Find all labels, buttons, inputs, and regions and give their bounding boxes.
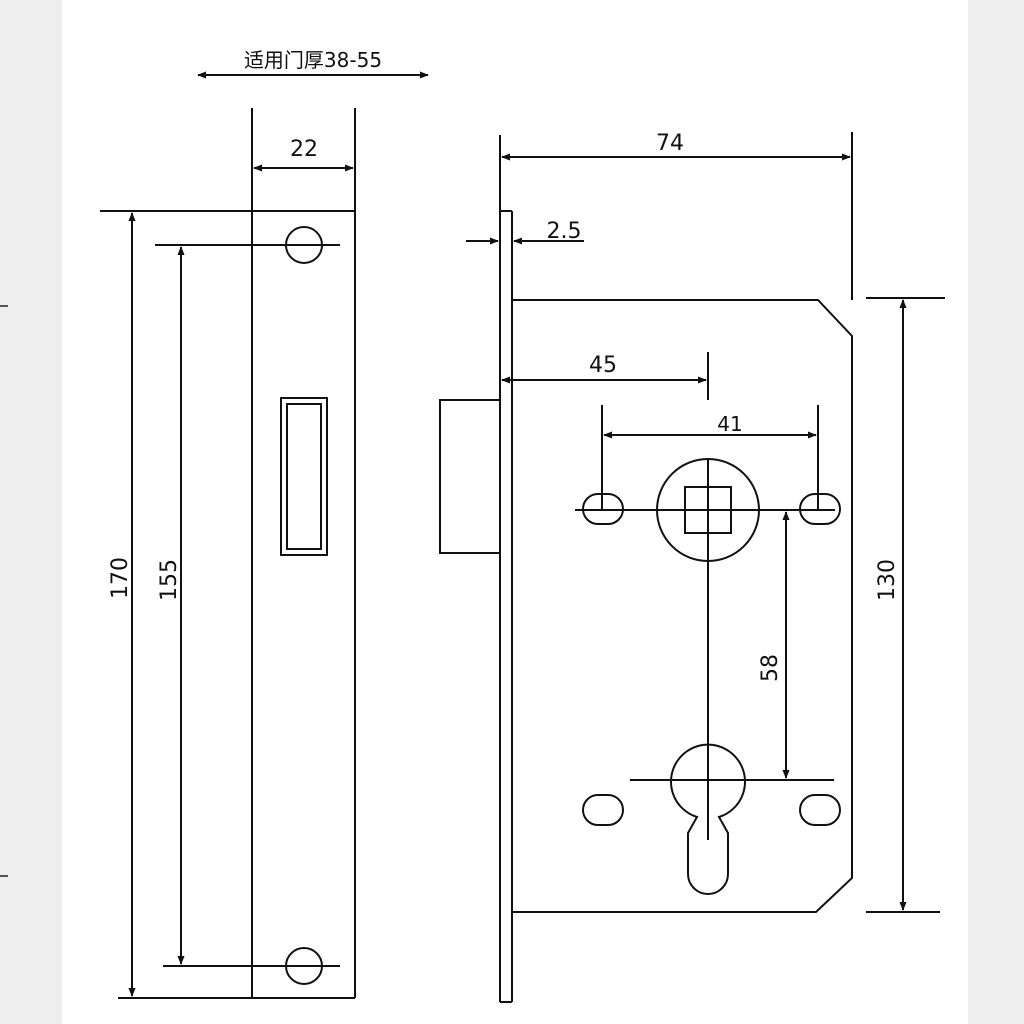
faceplate-front-view [100, 71, 429, 999]
backset-label: 45 [589, 353, 617, 378]
lock-body-side-view [439, 132, 945, 1003]
upper-left-mounting-slot [582, 493, 624, 525]
lock-case-outline [512, 299, 853, 913]
latch-bolt [439, 399, 501, 554]
case-depth-label: 74 [656, 131, 684, 156]
lower-right-mounting-slot [799, 794, 841, 826]
faceplate-height-label: 170 [108, 557, 133, 599]
latch-slot-inner [286, 403, 322, 550]
screw-spacing-label: 155 [157, 559, 182, 601]
cylinder-cutout [670, 743, 746, 895]
upper-right-mounting-slot [799, 493, 841, 525]
screw-spacing-41-label: 41 [717, 412, 742, 436]
case-height-label: 130 [875, 559, 900, 601]
hub-to-cylinder-label: 58 [758, 654, 783, 682]
faceplate-width-label: 22 [290, 137, 318, 162]
door-thickness-label: 适用门厚38-55 [244, 48, 382, 72]
latch-slot-outer [280, 397, 328, 556]
lower-left-mounting-slot [582, 794, 624, 826]
faceplate-thickness-label: 2.5 [547, 219, 582, 244]
drawing-paper [62, 0, 968, 1024]
